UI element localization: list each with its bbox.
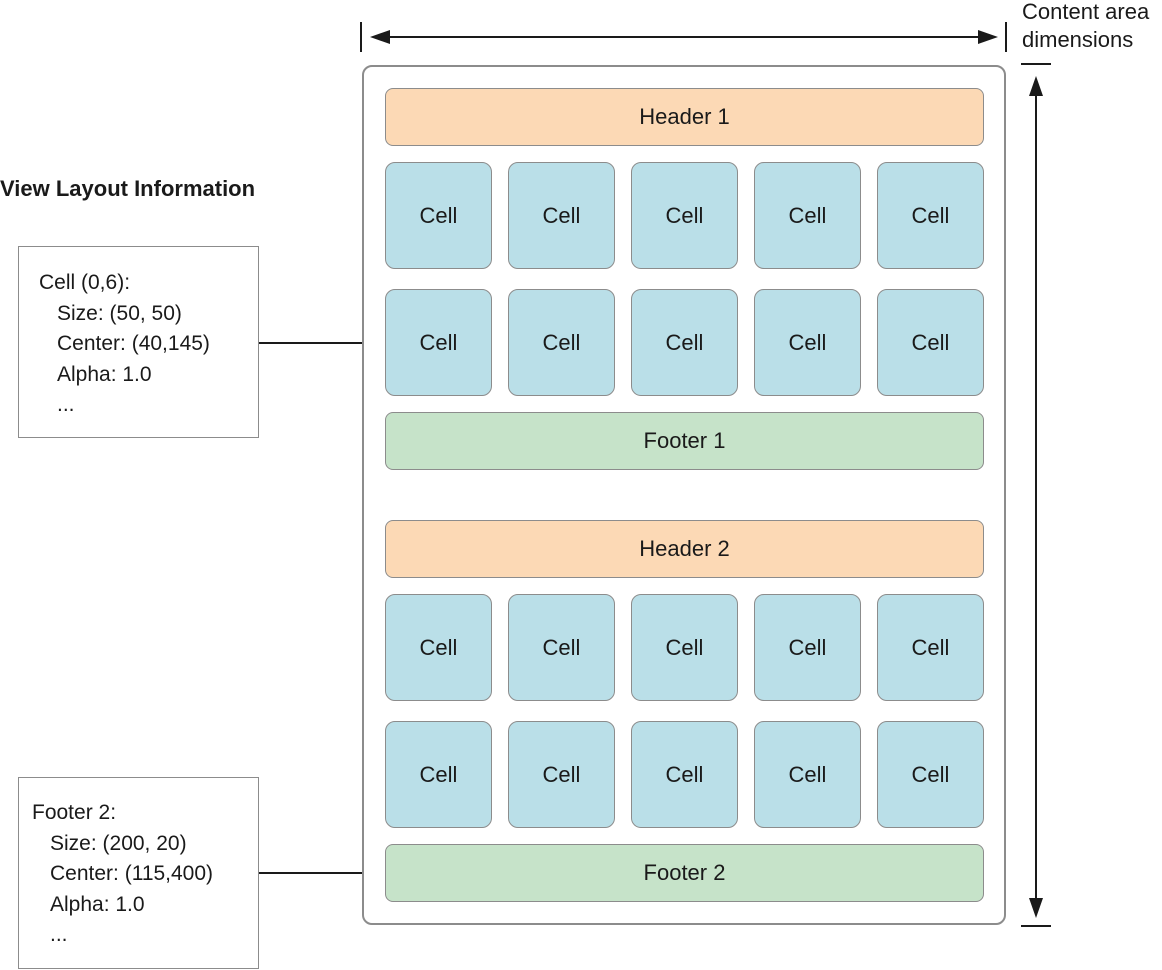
info-line: Size: (200, 20) bbox=[50, 831, 187, 855]
header-1: Header 1 bbox=[385, 88, 984, 146]
info-heading: Footer 2: bbox=[32, 801, 117, 824]
content-area-label-line-1: Content area bbox=[1022, 0, 1150, 24]
cell: Cell bbox=[385, 289, 492, 396]
info-heading: Cell (0,6): bbox=[39, 271, 131, 294]
info-line: Center: (115,400) bbox=[50, 862, 214, 885]
cell: Cell bbox=[508, 162, 615, 269]
cell: Cell bbox=[631, 162, 738, 269]
footer-info-box: Footer 2: Size: (200, 20) Center: (115,4… bbox=[18, 777, 259, 969]
cell: Cell bbox=[385, 721, 492, 828]
info-line: Alpha: 1.0 bbox=[57, 362, 152, 386]
cell: Cell bbox=[508, 594, 615, 701]
width-dimension-arrow bbox=[360, 22, 1007, 52]
cell: Cell bbox=[754, 162, 861, 269]
info-line: Size: (50, 50) bbox=[57, 301, 182, 325]
cell: Cell bbox=[877, 162, 984, 269]
cell: Cell bbox=[754, 289, 861, 396]
cell: Cell bbox=[877, 289, 984, 396]
footer-1: Footer 1 bbox=[385, 412, 984, 470]
cell: Cell bbox=[508, 721, 615, 828]
header-2: Header 2 bbox=[385, 520, 984, 578]
cell: Cell bbox=[754, 594, 861, 701]
cell: Cell bbox=[631, 289, 738, 396]
content-area-label-line-2: dimensions bbox=[1022, 27, 1134, 52]
info-line: ... bbox=[57, 393, 75, 416]
content-area-label: Content area dimensions bbox=[1022, 0, 1149, 54]
cell: Cell bbox=[385, 594, 492, 701]
cell: Cell bbox=[508, 289, 615, 396]
cell: Cell bbox=[385, 162, 492, 269]
info-line: Center: (40,145) bbox=[57, 332, 210, 355]
cell: Cell bbox=[754, 721, 861, 828]
cell: Cell bbox=[877, 594, 984, 701]
info-line: Alpha: 1.0 bbox=[50, 892, 145, 916]
cell: Cell bbox=[631, 721, 738, 828]
diagram-title: View Layout Information bbox=[0, 176, 256, 201]
cell-info-box: Cell (0,6): Size: (50, 50) Center: (40,1… bbox=[18, 246, 259, 438]
cell: Cell bbox=[631, 594, 738, 701]
info-line: ... bbox=[50, 923, 68, 946]
height-dimension-arrow bbox=[1021, 63, 1051, 927]
cell: Cell bbox=[877, 721, 984, 828]
footer-2: Footer 2 bbox=[385, 844, 984, 902]
